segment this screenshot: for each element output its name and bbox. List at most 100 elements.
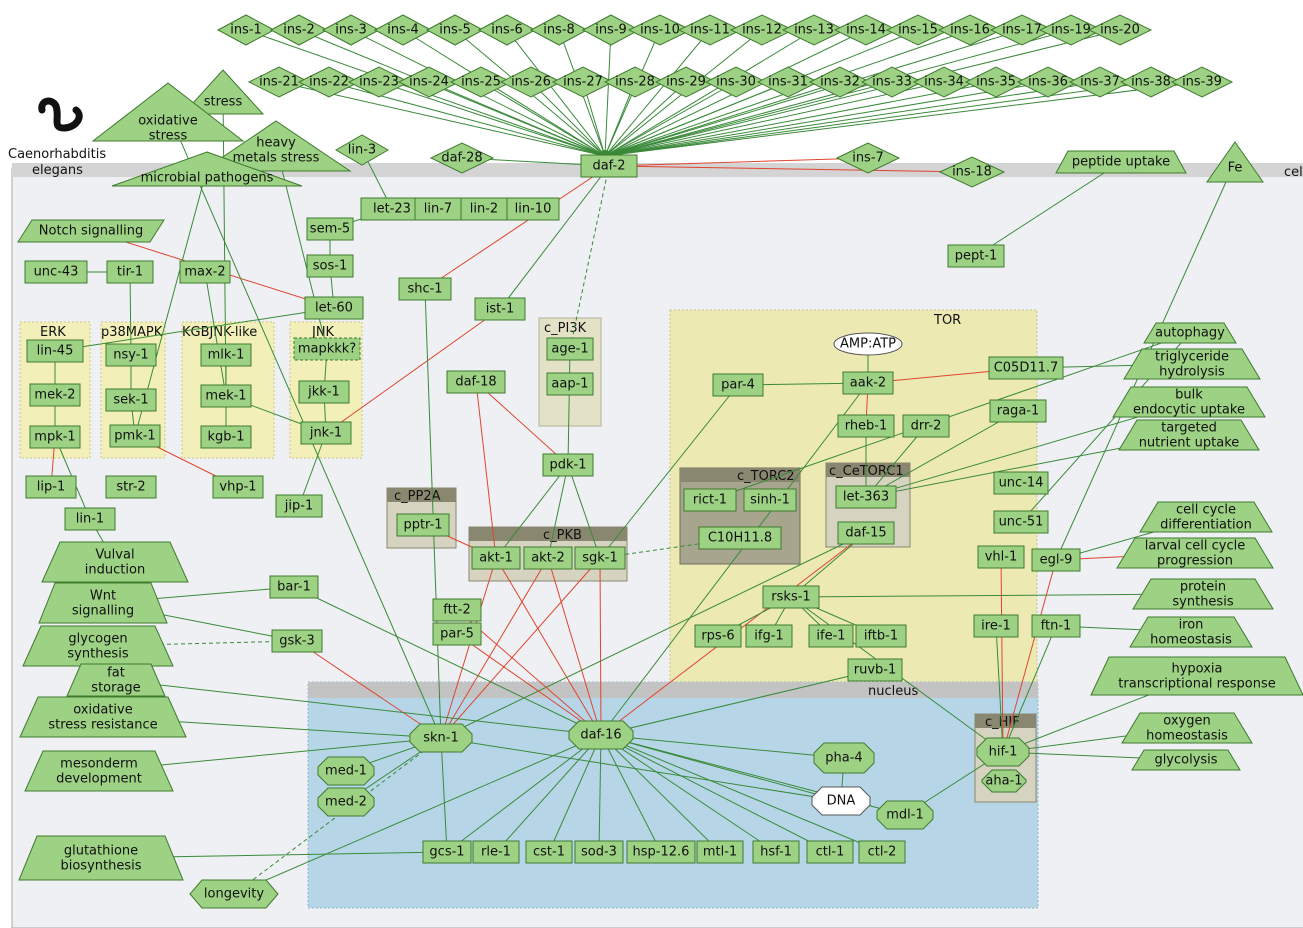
ligand-L2_4[interactable]: ins-25 [449, 66, 513, 98]
protein-hsf1[interactable]: hsf-1 [752, 840, 800, 864]
tf-pha4[interactable]: pha-4 [813, 742, 875, 774]
protein-raga1[interactable]: raga-1 [989, 399, 1047, 423]
ligand-L1_2[interactable]: ins-3 [321, 14, 381, 46]
output-glycolysis[interactable]: glycolysis [1131, 749, 1241, 771]
stimulus-fe[interactable]: Fe [1206, 141, 1264, 183]
tf-hif1[interactable]: hif-1 [976, 737, 1030, 767]
protein-daf15[interactable]: daf-15 [837, 521, 895, 545]
ligand-L2_15[interactable]: ins-36 [1016, 66, 1080, 98]
ligand-L1_5[interactable]: ins-6 [477, 14, 537, 46]
protein-nsy1[interactable]: nsy-1 [105, 343, 157, 367]
protein-c10h[interactable]: C10H11.8 [698, 526, 782, 550]
output-autophagy[interactable]: autophagy [1143, 322, 1237, 344]
protein-aap1[interactable]: aap-1 [546, 372, 594, 396]
tf-daf16[interactable]: daf-16 [568, 720, 634, 750]
protein-pmk1[interactable]: pmk-1 [109, 424, 161, 448]
protein-vhp1[interactable]: vhp-1 [212, 475, 264, 499]
ligand-L2_17[interactable]: ins-38 [1119, 66, 1183, 98]
ligand-L1_14[interactable]: ins-16 [937, 14, 1003, 46]
ligand-L1_12[interactable]: ins-14 [833, 14, 899, 46]
protein-let363[interactable]: let-363 [835, 485, 897, 509]
protein-daf2[interactable]: daf-2 [580, 154, 638, 178]
protein-rps6[interactable]: rps-6 [694, 624, 742, 648]
ligand-L2_8[interactable]: ins-29 [654, 66, 718, 98]
ligand-L1_16[interactable]: ins-19 [1038, 14, 1104, 46]
protein-pept1[interactable]: pept-1 [947, 244, 1005, 268]
tf-dna[interactable]: DNA [811, 786, 871, 816]
protein-aak2[interactable]: aak-2 [842, 371, 894, 395]
ligand-daf28[interactable]: daf-28 [429, 142, 495, 174]
protein-rle1[interactable]: rle-1 [472, 840, 520, 864]
ligand-L1_17[interactable]: ins-20 [1087, 14, 1153, 46]
protein-shc1[interactable]: shc-1 [398, 277, 452, 301]
stimulus-stress[interactable]: stress [181, 69, 265, 115]
protein-rsks1[interactable]: rsks-1 [762, 585, 820, 609]
protein-tir1[interactable]: tir-1 [106, 260, 154, 284]
protein-cst1[interactable]: cst-1 [525, 840, 573, 864]
protein-ctl1[interactable]: ctl-1 [806, 840, 854, 864]
protein-par4[interactable]: par-4 [712, 373, 764, 397]
protein-let23[interactable]: let-23 [360, 197, 424, 221]
output-peptide[interactable]: peptide uptake [1055, 150, 1187, 174]
tf-aha1[interactable]: aha-1 [981, 769, 1027, 793]
protein-iftb1[interactable]: iftb-1 [855, 624, 907, 648]
protein-ctl2[interactable]: ctl-2 [858, 840, 906, 864]
protein-mapkkk[interactable]: mapkkk? [293, 337, 361, 361]
protein-gsk3[interactable]: gsk-3 [271, 629, 323, 653]
protein-lin10[interactable]: lin-10 [506, 197, 560, 221]
protein-sgk1[interactable]: sgk-1 [574, 546, 626, 570]
tf-mdl1[interactable]: mdl-1 [876, 800, 934, 830]
protein-mtl1[interactable]: mtl-1 [696, 840, 744, 864]
protein-jip1[interactable]: jip-1 [275, 494, 323, 518]
protein-lip1[interactable]: lip-1 [25, 475, 77, 499]
ligand-L2_6[interactable]: ins-27 [551, 66, 615, 98]
ligand-L1_7[interactable]: ins-9 [581, 14, 641, 46]
protein-pdk1[interactable]: pdk-1 [542, 453, 594, 477]
ligand-L2_12[interactable]: ins-33 [860, 66, 924, 98]
stimulus-microbial[interactable]: microbial pathogens [111, 151, 303, 187]
ligand-L1_10[interactable]: ins-12 [729, 14, 795, 46]
ligand-L2_0[interactable]: ins-21 [247, 66, 311, 98]
protein-sem5[interactable]: sem-5 [306, 217, 354, 241]
protein-str2[interactable]: str-2 [105, 475, 157, 499]
ligand-L1_11[interactable]: ins-13 [781, 14, 847, 46]
protein-sos1[interactable]: sos-1 [306, 254, 354, 278]
protein-akt2[interactable]: akt-2 [523, 546, 573, 570]
protein-jkk1[interactable]: jkk-1 [298, 380, 350, 404]
protein-kgb1[interactable]: kgb-1 [200, 425, 252, 449]
protein-par5[interactable]: par-5 [432, 622, 482, 646]
protein-lin45[interactable]: lin-45 [26, 339, 84, 363]
tf-med2[interactable]: med-2 [317, 787, 375, 817]
protein-lin2[interactable]: lin-2 [460, 197, 508, 221]
protein-sod3[interactable]: sod-3 [574, 840, 624, 864]
tf-med1[interactable]: med-1 [317, 756, 375, 786]
ligand-L2_9[interactable]: ins-30 [704, 66, 768, 98]
protein-lin1[interactable]: lin-1 [64, 507, 116, 531]
protein-unc43[interactable]: unc-43 [24, 260, 88, 284]
protein-let60[interactable]: let-60 [304, 296, 364, 320]
stimulus-notch[interactable]: Notch signalling [17, 219, 165, 243]
ligand-L2_18[interactable]: ins-39 [1170, 66, 1234, 98]
protein-ifg1[interactable]: ifg-1 [745, 624, 793, 648]
ligand-L2_10[interactable]: ins-31 [756, 66, 820, 98]
protein-sinh1[interactable]: sinh-1 [743, 488, 797, 512]
ligand-ins7[interactable]: ins-7 [835, 142, 901, 174]
protein-rheb1[interactable]: rheb-1 [837, 414, 895, 438]
protein-unc51[interactable]: unc-51 [993, 510, 1049, 534]
ligand-L1_3[interactable]: ins-4 [373, 14, 433, 46]
protein-ire1[interactable]: ire-1 [973, 614, 1019, 638]
protein-pptr1[interactable]: pptr-1 [396, 513, 450, 537]
